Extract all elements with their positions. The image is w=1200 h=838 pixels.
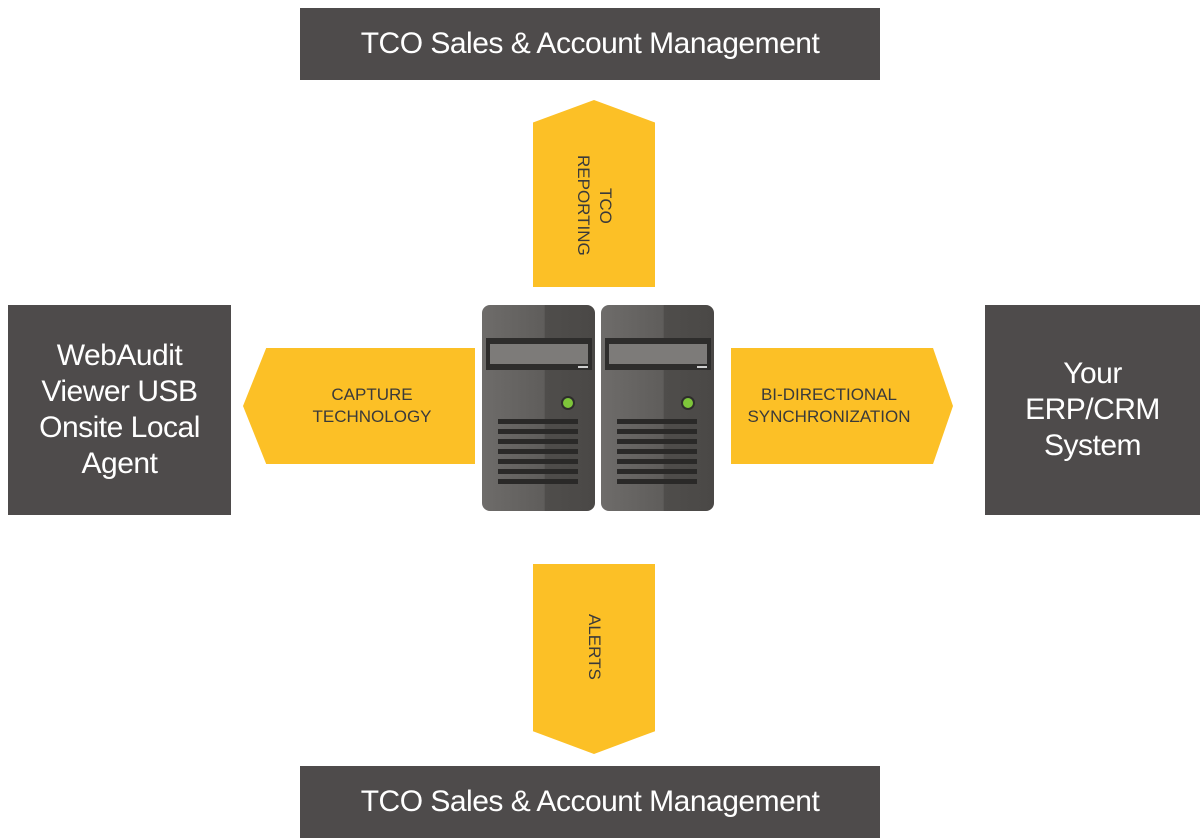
- left-box: WebAudit Viewer USB Onsite Local Agent: [8, 305, 231, 515]
- server-tower-left: [482, 305, 595, 511]
- tco-reporting-line-1: TCO: [596, 187, 616, 224]
- bi-directional-sync-arrow: BI-DIRECTIONAL SYNCHRONIZATION: [731, 348, 953, 464]
- tco-reporting-label: TCO REPORTING: [572, 155, 616, 256]
- capture-technology-arrow: CAPTURE TECHNOLOGY: [243, 348, 475, 464]
- bi-directional-sync-line-2: SYNCHRONIZATION: [747, 407, 911, 426]
- right-box-line-1: Your: [1063, 357, 1122, 390]
- capture-technology-line-1: CAPTURE: [331, 384, 413, 404]
- server-icon: [482, 305, 714, 511]
- right-box-line-3: System: [1043, 429, 1142, 462]
- right-box: Your ERP/CRM System: [985, 305, 1200, 515]
- left-box-line-3: Onsite Local: [39, 411, 200, 444]
- capture-technology-line-2: TECHNOLOGY: [312, 407, 432, 426]
- left-box-label: WebAudit Viewer USB Onsite Local Agent: [39, 338, 200, 482]
- right-box-line-2: ERP/CRM: [1025, 393, 1160, 426]
- left-box-line-1: WebAudit: [56, 339, 183, 372]
- top-box: TCO Sales & Account Management: [300, 8, 880, 80]
- tco-reporting-line-2: REPORTING: [574, 155, 593, 256]
- server-tower-right: [601, 305, 714, 511]
- left-box-line-2: Viewer USB: [41, 375, 198, 408]
- top-box-label: TCO Sales & Account Management: [360, 27, 820, 60]
- tco-reporting-arrow: TCO REPORTING: [533, 100, 655, 287]
- left-box-line-4: Agent: [81, 447, 158, 480]
- bottom-box-label: TCO Sales & Account Management: [360, 785, 820, 818]
- alerts-arrow: ALERTS: [533, 564, 655, 754]
- bottom-box: TCO Sales & Account Management: [300, 766, 880, 838]
- capture-technology-label: CAPTURE TECHNOLOGY: [286, 384, 431, 428]
- bi-directional-sync-line-1: BI-DIRECTIONAL: [760, 384, 897, 404]
- right-box-label: Your ERP/CRM System: [1025, 356, 1160, 464]
- alerts-label: ALERTS: [585, 614, 605, 680]
- bi-directional-sync-label: BI-DIRECTIONAL SYNCHRONIZATION: [747, 384, 936, 428]
